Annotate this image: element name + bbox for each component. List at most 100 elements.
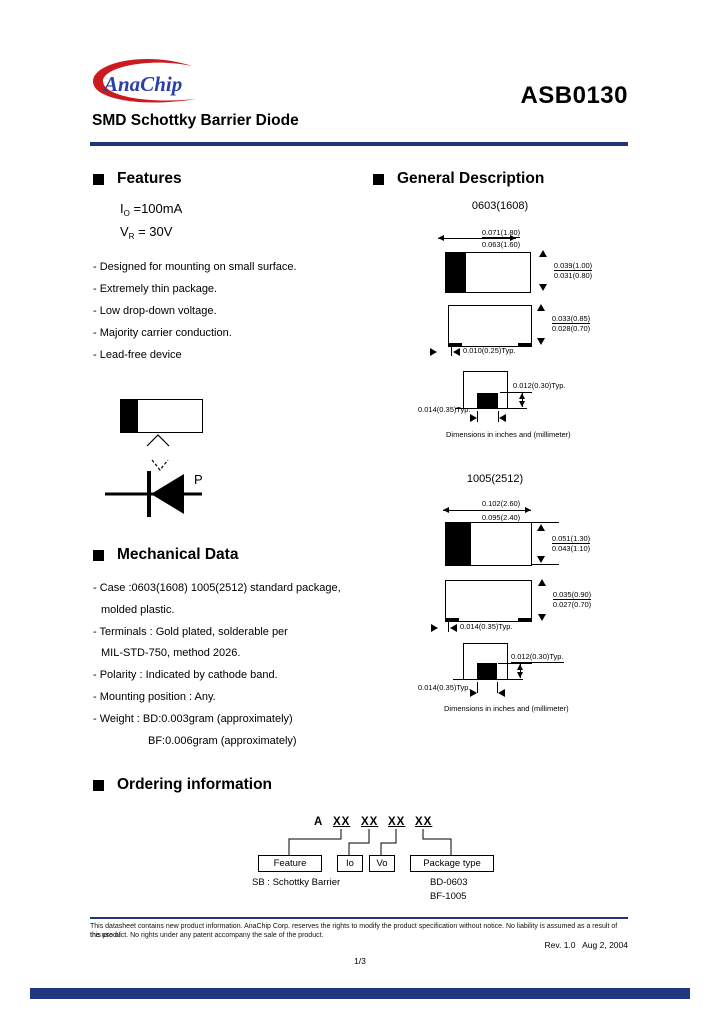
io-value: =100mA [133,201,183,216]
arrow-left-icon [450,624,457,632]
drawing-0603-pad-view: 0.012(0.30)Typ. 0.014(0.35)Typ. [418,366,630,444]
io-symbol: I [120,201,124,216]
arrow-up-icon [539,250,547,257]
vr-value: = 30V [138,224,173,239]
io-spec: IO =100mA [120,201,182,218]
mechanical-line: - Polarity : Indicated by cathode band. [93,669,278,682]
dimensions-note: Dimensions in inches and (millimeter) [446,430,571,439]
package-body [445,522,532,566]
drawing-1005-side-view: 0.035(0.90) 0.027(0.70) 0.014(0.35)Typ. [431,576,635,638]
arrow-down-icon [539,284,547,291]
package-code-note: BF-1005 [430,891,467,902]
dim-pad-width: 0.014(0.35)Typ. [418,683,471,692]
package-side-body [448,305,532,347]
drawing-0603-top-view: 0.071(1.80) 0.063(1.60) 0.039(1.00) 0.03… [430,228,630,300]
order-code-part: XX [361,816,379,828]
order-code-connectors [288,829,452,855]
features-list: - Designed for mounting on small surface… [93,256,297,366]
dim-terminal: 0.014(0.35)Typ. [460,622,513,631]
package-1005-label: 1005(2512) [466,473,524,485]
chevron-down-dashed-icon [151,459,169,471]
dim-terminal: 0.010(0.25)Typ. [463,346,516,355]
dim-pad-width: 0.014(0.35)Typ. [418,405,471,414]
ordering-title-text: Ordering information [117,776,272,793]
arrow-left-icon [498,689,505,697]
drawing-0603-side-view: 0.033(0.85) 0.028(0.70) 0.010(0.25)Typ. [430,300,630,362]
logo-swoosh-icon: AnaChip [92,58,196,103]
section-bullet-icon [373,173,384,185]
section-bullet-icon [93,173,104,185]
general-section-title: General Description [373,170,544,188]
page-number: 1/3 [354,956,366,966]
chevron-up-icon [146,434,170,447]
logo-text: AnaChip [102,72,182,96]
order-box-io: Io [337,855,363,872]
mechanical-list: - Case :0603(1608) 1005(2512) standard p… [93,578,341,752]
vr-spec: VR = 30V [120,224,172,241]
dim-pad-height: 0.012(0.30)Typ. [513,381,566,390]
order-box-feature: Feature [258,855,322,872]
mechanical-line: MIL-STD-750, method 2026. [101,647,241,660]
order-code-prefix: A [314,816,323,828]
arrow-up-icon [538,579,546,586]
anachip-logo: AnaChip [88,58,228,112]
order-box-package: Package type [410,855,494,872]
package-body [445,252,531,293]
mechanical-line: molded plastic. [101,603,175,616]
disclaimer-line: This datasheet contains new product info… [90,923,618,939]
ordering-section-title: Ordering information [93,776,272,794]
section-bullet-icon [93,779,104,791]
arrow-down-icon [537,556,545,563]
dim-width: 0.051(1.30) 0.043(1.10) [551,534,591,553]
order-box-vo: Vo [369,855,395,872]
order-code-part: XX [388,816,406,828]
mechanical-line: - Mounting position : Any. [93,690,216,703]
package-0603-label: 0603(1608) [471,200,529,212]
dim-height: 0.033(0.85) 0.028(0.70) [551,314,591,333]
arrow-right-icon [470,689,477,697]
dim-length-max: 0.071(1.80) [481,228,521,238]
dim-pad-height: 0.012(0.30)Typ. [511,652,564,663]
arrow-right-icon [430,348,437,356]
solder-pad [477,663,497,679]
mechanical-title-text: Mechanical Data [117,546,239,563]
section-bullet-icon [93,549,104,561]
product-id: ASB0130 [520,82,628,109]
vr-subscript: R [128,232,135,241]
arrow-down-icon [538,614,546,621]
package-code-note: BD-0603 [430,877,468,888]
features-section-title: Features [93,170,182,188]
diode-symbol [105,471,202,517]
disclaimer-line: this product. No rights under any patent… [90,932,324,939]
arrow-down-icon [537,338,545,345]
arrow-up-icon [537,524,545,531]
dim-height: 0.035(0.90) 0.027(0.70) [552,590,592,609]
general-title-text: General Description [397,170,545,187]
features-title-text: Features [117,170,182,187]
feature-item: - Majority carrier conduction. [93,327,232,339]
mechanical-line: - Case :0603(1608) 1005(2512) standard p… [93,582,341,594]
mechanical-line: - Weight : BD:0.003gram (approximately) [93,712,293,725]
arrow-right-icon [431,624,438,632]
footer-rule [90,917,628,919]
mechanical-line: BF:0.006gram (approximately) [148,734,297,747]
arrow-left-icon [453,348,460,356]
dimensions-note: Dimensions in inches and (millimeter) [444,704,569,713]
arrow-right-icon [470,414,477,422]
arrow-left-icon [499,414,506,422]
order-code-part: XX [415,816,433,828]
arrow-up-icon [537,304,545,311]
cathode-band [446,523,471,565]
package-side-body [445,580,532,622]
dim-width: 0.039(1.00) 0.031(0.80) [553,261,593,280]
dim-length-max: 0.102(2.60) [481,499,521,508]
cathode-band [121,400,138,432]
solder-pad [477,393,498,408]
feature-item: - Lead-free device [93,349,182,361]
mechanical-line: - Terminals : Gold plated, solderable pe… [93,625,288,638]
feature-item: - Designed for mounting on small surface… [93,261,297,273]
dim-length-min: 0.095(2.40) [481,513,521,522]
dim-arrow-horizontal [443,507,531,513]
revision-date: Rev. 1.0 Aug 2, 2004 [544,940,629,950]
